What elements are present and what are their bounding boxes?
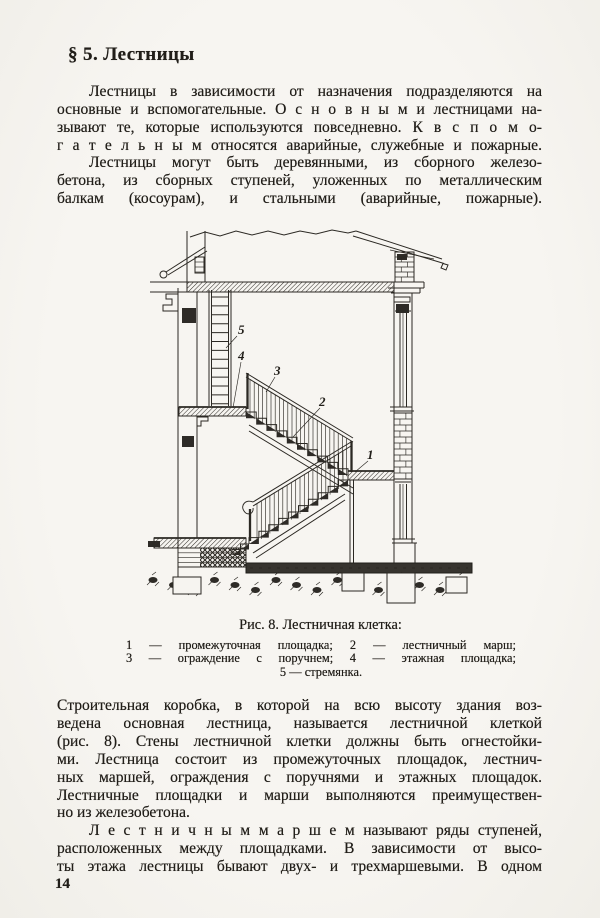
text-line: ведена основная лестница, называется лес… xyxy=(57,714,542,732)
foundation-masonry xyxy=(148,252,414,568)
upper-flight xyxy=(246,411,354,495)
roof xyxy=(352,230,449,271)
legend-line: 1 — промежуточная площадка; 2 — лестничн… xyxy=(126,638,516,652)
paragraph-1: Лестницы в зависимости от назначения под… xyxy=(57,83,542,155)
label-1: 1 xyxy=(367,447,374,462)
balusters xyxy=(249,379,347,542)
label-4: 4 xyxy=(237,348,245,363)
figure-labels: 5 4 3 2 1 xyxy=(225,322,374,473)
floor-landing xyxy=(178,406,247,417)
figure-caption: Рис. 8. Лестничная клетка: xyxy=(239,617,402,633)
text-line: но из железобетона. xyxy=(57,804,190,822)
paragraph-3: Строительная коробка, в которой на всю в… xyxy=(57,697,542,822)
attic-floor-slab xyxy=(150,281,395,293)
paragraph-2: Лестницы могут быть деревянными, из сбор… xyxy=(57,154,542,208)
legend-line: 3 — ограждение с поручнем; 4 — этажная п… xyxy=(126,651,516,666)
text-line: ных маршей, ограждения с поручнями и эта… xyxy=(57,768,542,786)
text-line: основные и вспомогательные. О с н о в н … xyxy=(57,100,542,118)
text-line: зывают те, которые используются повседне… xyxy=(57,118,542,136)
left-wall xyxy=(162,288,209,577)
text-line: расположенных между площадками. В зависи… xyxy=(57,839,542,857)
label-2: 2 xyxy=(318,394,326,409)
label-5: 5 xyxy=(238,322,245,337)
figure-legend: 1 — промежуточная площадка; 2 — лестничн… xyxy=(126,638,516,679)
label-3: 3 xyxy=(273,363,281,378)
roof-strut xyxy=(159,246,208,279)
paragraph-4: Л е с т н и ч н ы м м а р ш е м называют… xyxy=(57,822,542,876)
text-line: бетона, из сборных ступеней, уложенных п… xyxy=(57,171,542,189)
left-wall-top xyxy=(186,231,206,282)
text-line: (рис. 8). Стены лестничной клетки должны… xyxy=(57,732,542,750)
text-line: Лестницы могут быть деревянными, из сбор… xyxy=(89,154,542,171)
legend-line: 5 — стремянка. xyxy=(279,664,363,679)
text-line: Лестничные площадки и марши выполняются … xyxy=(57,786,542,804)
page-number: 14 xyxy=(55,876,70,892)
text-line: ми. Лестница состоит из промежуточных пл… xyxy=(57,750,542,768)
intermediate-landing xyxy=(347,470,395,564)
ground-slab xyxy=(245,562,473,574)
text-line: балкам (косоурам), и стальными (аварийны… xyxy=(57,189,542,207)
upper-railing xyxy=(245,372,354,472)
text-line: Л е с т н и ч н ы м м а р ш е м называют… xyxy=(89,822,542,839)
section-heading: § 5. Лестницы xyxy=(68,44,195,65)
text-line: Лестницы в зависимости от назначения под… xyxy=(89,83,542,100)
text-line: Строительная коробка, в которой на всю в… xyxy=(57,697,542,714)
text-line: г а т е л ь н ы м относятся аварийные, с… xyxy=(57,136,542,154)
ladder xyxy=(208,290,232,406)
text-line: ты этажа лестницы бывают двух- и трехмар… xyxy=(57,857,542,875)
right-wall xyxy=(388,251,425,565)
lower-railing xyxy=(242,441,352,541)
roof-break-line xyxy=(189,229,357,238)
foundation-blocks xyxy=(172,572,468,604)
figure-staircase-cross-section: 5 4 3 2 1 xyxy=(146,229,473,604)
